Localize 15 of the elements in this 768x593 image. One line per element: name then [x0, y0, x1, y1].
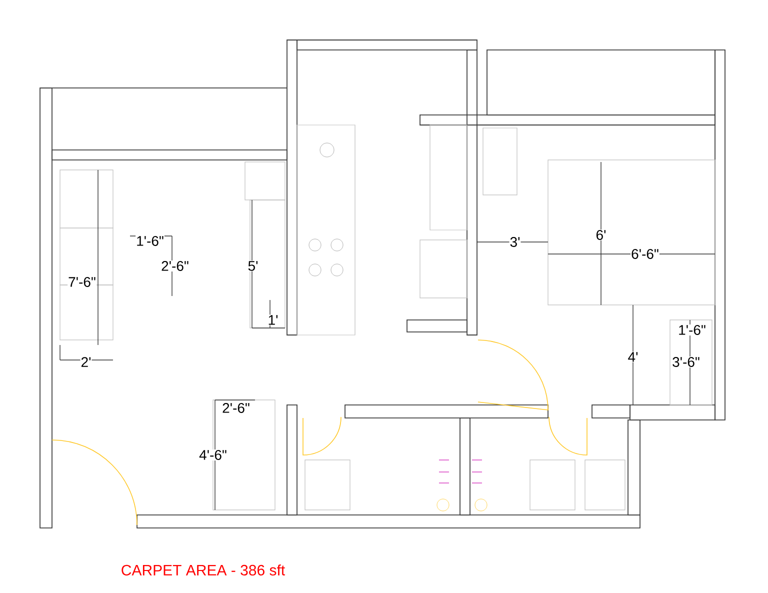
dimension-label: 3' [509, 236, 521, 248]
dimension-label: 2' [80, 356, 92, 368]
caption: CARPET AREA - 386 sft [122, 564, 285, 576]
dimension-label: 2'-6" [222, 402, 250, 414]
dimension-label: 4'-6" [198, 450, 228, 460]
dimension-label: 1'-6" [678, 324, 706, 336]
dimension-label: 5' [247, 260, 259, 272]
dimension-label: 7'-6" [68, 276, 96, 288]
dimension-label: 1' [267, 314, 279, 326]
dimension-label: 6' [595, 230, 607, 240]
dimension-label: 4' [627, 352, 639, 362]
dimension-label: 1'-6" [136, 236, 164, 246]
dimension-label: 2'-6" [160, 260, 190, 272]
dimension-label: 6'-6" [630, 248, 660, 260]
dimension-label: 3'-6" [672, 356, 700, 368]
